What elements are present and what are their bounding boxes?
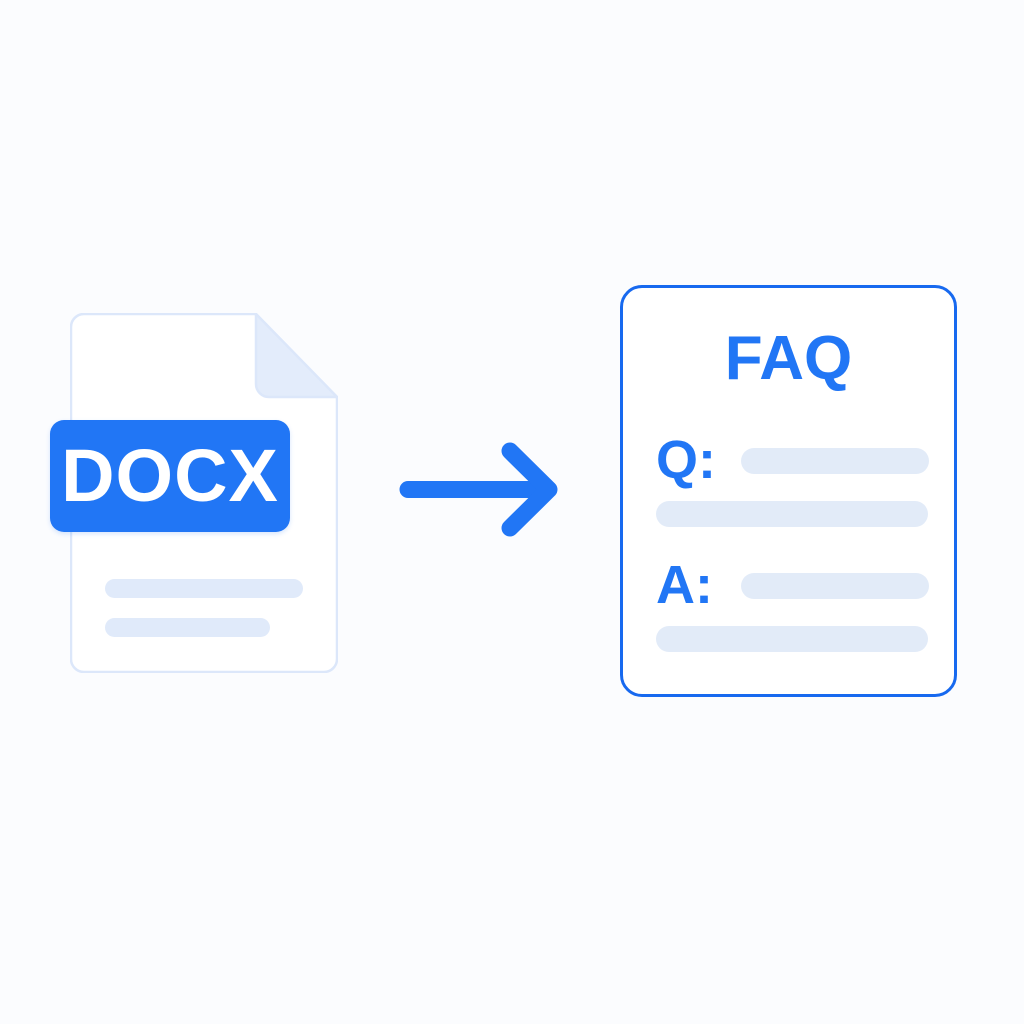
faq-answer-text-placeholder-1 bbox=[741, 573, 929, 599]
docx-badge-label: DOCX bbox=[61, 434, 279, 517]
faq-question-row: Q: bbox=[656, 430, 929, 493]
faq-answer-row: A: bbox=[656, 555, 929, 618]
docx-format-badge[interactable]: DOCX bbox=[50, 420, 290, 532]
conversion-arrow-icon bbox=[399, 442, 558, 537]
conversion-arrow bbox=[396, 440, 572, 540]
faq-question-marker: Q: bbox=[656, 430, 716, 490]
faq-answer-marker: A: bbox=[656, 555, 713, 615]
faq-card-title: FAQ bbox=[724, 324, 853, 393]
faq-result-card[interactable]: FAQ Q: A: bbox=[620, 285, 957, 697]
faq-question-text-placeholder-2 bbox=[656, 501, 928, 527]
source-docx-document[interactable]: DOCX bbox=[50, 313, 338, 673]
source-body-line-2 bbox=[105, 618, 270, 637]
faq-question-block: Q: bbox=[656, 430, 929, 527]
source-body-line-1 bbox=[105, 579, 303, 598]
faq-question-text-placeholder-1 bbox=[741, 448, 929, 474]
faq-answer-block: A: bbox=[656, 555, 929, 652]
faq-answer-text-placeholder-2 bbox=[656, 626, 928, 652]
